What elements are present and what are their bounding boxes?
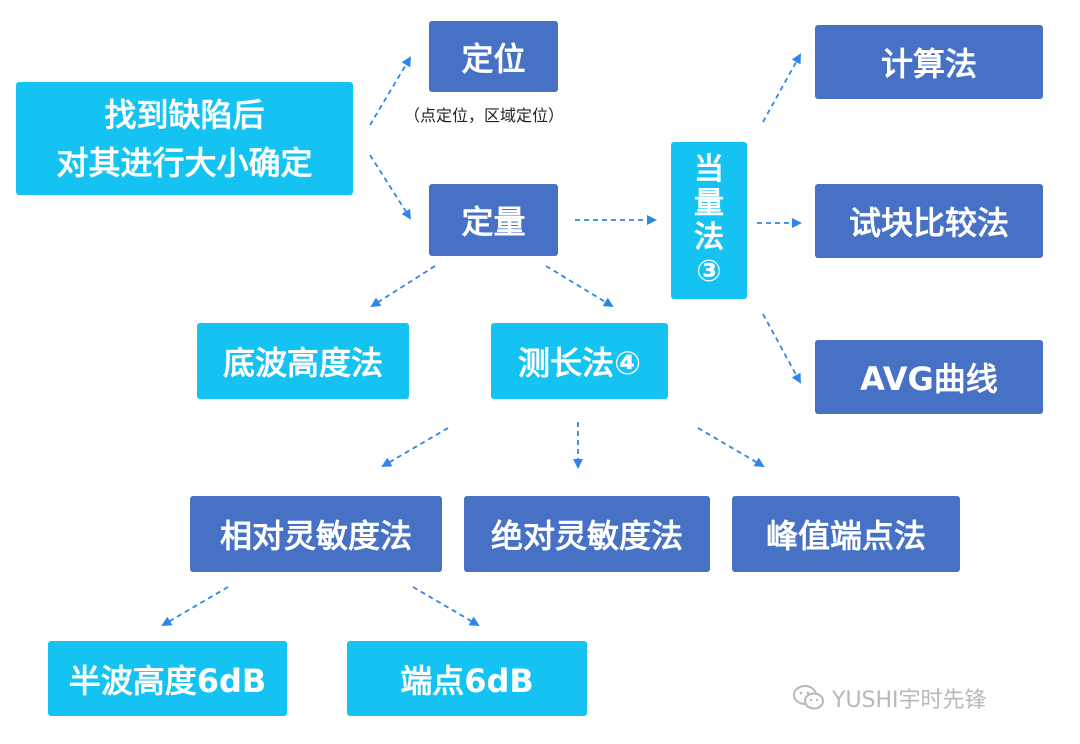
test-block-method-node: 试块比较法: [815, 184, 1043, 258]
bottom-wave-method-node: 底波高度法: [197, 323, 409, 399]
calc-method-node: 计算法: [815, 25, 1043, 99]
endpoint-6db-node: 端点6dB: [347, 641, 587, 716]
absolute-sensitivity-node: 绝对灵敏度法: [464, 496, 710, 572]
relative-sensitivity-node: 相对灵敏度法: [190, 496, 442, 572]
locate-note: （点定位，区域定位）: [404, 106, 565, 125]
arrow-root-to-quantify: [369, 154, 412, 220]
locate-node: 定位: [429, 21, 558, 92]
root-node-line1: 找到缺陷后: [104, 95, 265, 134]
watermark-text: YUSHI宇时先锋: [832, 688, 987, 713]
arrow-root-to-locate: [369, 56, 412, 126]
peak-endpoint-node: 峰值端点法: [732, 496, 960, 572]
quantify-node-label: 定量: [461, 203, 526, 241]
wechat-icon: [793, 685, 824, 710]
arrow-equivalent-to-calc: [762, 53, 801, 123]
equivalent-char-2: 量: [694, 185, 724, 221]
equivalent-char-3: 法: [694, 219, 724, 255]
half-wave-6db-node: 半波高度6dB: [48, 641, 287, 716]
arrow-relative-to-halfwave: [161, 586, 229, 627]
arrow-relative-to-endpoint: [412, 586, 480, 627]
equivalent-char-1: 当: [694, 151, 724, 187]
root-node-line2: 对其进行大小确定: [56, 143, 313, 182]
arrow-equivalent-to-avg: [762, 313, 801, 384]
avg-curve-node: AVG曲线: [815, 340, 1043, 414]
length-method-node: 测长法④: [491, 323, 668, 399]
equivalent-method-node: 当 量 法 ③: [671, 142, 747, 299]
arrow-quantify-to-length: [545, 265, 614, 308]
arrow-quantify-to-bottomwave: [370, 265, 436, 308]
equivalent-char-4: ③: [696, 253, 722, 289]
root-node: 找到缺陷后 对其进行大小确定: [16, 82, 353, 195]
watermark: YUSHI宇时先锋: [792, 678, 987, 718]
arrow-length-to-peak: [697, 427, 765, 468]
quantify-node: 定量: [429, 184, 558, 256]
arrow-length-to-relative: [381, 427, 449, 468]
